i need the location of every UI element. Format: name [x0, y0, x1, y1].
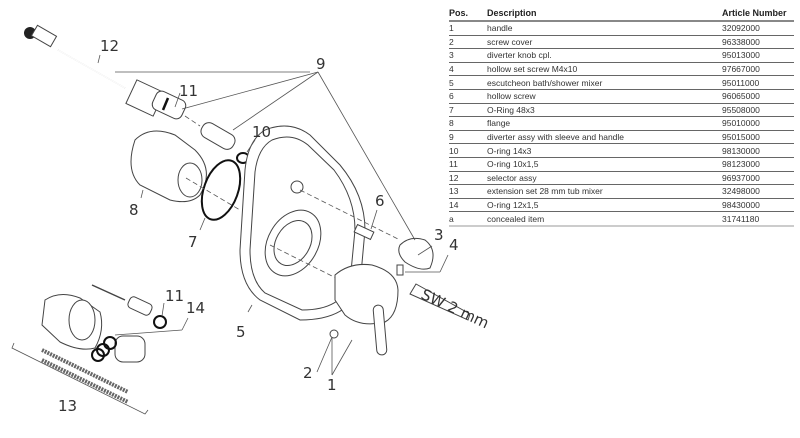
cell-article-number: 98130000	[722, 143, 794, 158]
callout-4: 4	[449, 236, 459, 254]
part-diverter-sleeve	[200, 122, 236, 150]
cell-pos: 8	[449, 116, 487, 131]
callout-1: 1	[327, 376, 337, 394]
tool-label: SW 2 mm	[418, 285, 491, 332]
callout-6: 6	[375, 192, 385, 210]
part-cartridge	[125, 79, 187, 120]
cell-article-number: 95015000	[722, 130, 794, 145]
cell-pos: 6	[449, 89, 487, 104]
part-screw-cover	[329, 329, 339, 339]
callout-14: 14	[186, 299, 205, 317]
callout-12: 12	[100, 37, 119, 55]
cell-article-number: 96065000	[722, 89, 794, 104]
callout-11-top: 11	[179, 82, 198, 100]
cell-article-number: 96937000	[722, 171, 794, 186]
part-selector-assy	[24, 24, 126, 89]
callout-9: 9	[316, 55, 326, 73]
cell-pos: a	[449, 211, 487, 227]
cell-description: extension set 28 mm tub mixer	[487, 184, 722, 199]
part-set-screw	[396, 264, 404, 276]
cell-description: O-ring 10x1,5	[487, 157, 722, 172]
cell-description: escutcheon bath/shower mixer	[487, 75, 722, 90]
callout-13: 13	[58, 397, 77, 415]
callout-10: 10	[252, 123, 271, 141]
callout-7: 7	[188, 233, 198, 251]
cell-pos: 12	[449, 171, 487, 186]
cell-article-number: 95013000	[722, 48, 794, 63]
cell-pos: 11	[449, 157, 487, 172]
cell-pos: 13	[449, 184, 487, 199]
cell-description: flange	[487, 116, 722, 131]
header-pos: Pos.	[449, 5, 487, 22]
cell-pos: 7	[449, 103, 487, 118]
cell-pos: 9	[449, 130, 487, 145]
cell-description: O-ring 14x3	[487, 143, 722, 158]
cell-article-number: 31741180	[722, 211, 794, 227]
part-flange	[130, 130, 207, 203]
cell-pos: 2	[449, 35, 487, 50]
cell-description: O-ring 12x1,5	[487, 198, 722, 213]
callout-8: 8	[129, 201, 139, 219]
cell-description: selector assy	[487, 171, 722, 186]
cell-article-number: 97667000	[722, 62, 794, 77]
cell-article-number: 95011000	[722, 75, 794, 90]
part-o-ring-48x3	[200, 159, 242, 221]
cell-pos: 14	[449, 198, 487, 213]
cell-description: hollow screw	[487, 89, 722, 104]
cell-description: diverter knob cpl.	[487, 48, 722, 63]
cell-article-number: 32092000	[722, 21, 794, 36]
cell-description: hollow set screw M4x10	[487, 62, 722, 77]
callout-5: 5	[236, 323, 246, 341]
cell-pos: 3	[449, 48, 487, 63]
cell-description: concealed item	[487, 211, 722, 227]
part-allen-key: SW 2 mm	[409, 283, 492, 332]
cell-article-number: 98123000	[722, 157, 794, 172]
cell-article-number: 96338000	[722, 35, 794, 50]
cell-description: screw cover	[487, 35, 722, 50]
cell-article-number: 95010000	[722, 116, 794, 131]
cell-article-number: 95508000	[722, 103, 794, 118]
part-diverter-knob	[398, 237, 434, 270]
header-description: Description	[487, 5, 722, 22]
cell-description: O-Ring 48x3	[487, 103, 722, 118]
leader-lines	[97, 54, 449, 376]
cell-pos: 5	[449, 75, 487, 90]
callout-2: 2	[303, 364, 313, 382]
callout-3: 3	[434, 226, 444, 244]
cell-pos: 4	[449, 62, 487, 77]
header-article-number: Article Number	[722, 5, 794, 22]
cell-article-number: 32498000	[722, 184, 794, 199]
part-escutcheon	[239, 125, 366, 321]
cell-article-number: 98430000	[722, 198, 794, 213]
cell-description: handle	[487, 21, 722, 36]
table-header-row: Pos. Description Article Number	[449, 5, 794, 22]
part-extension-set	[11, 284, 167, 415]
part-handle	[334, 264, 399, 356]
cell-description: diverter assy with sleeve and handle	[487, 130, 722, 145]
part-hollow-screw	[353, 223, 375, 241]
callout-11-bottom: 11	[165, 287, 184, 305]
cell-pos: 1	[449, 21, 487, 36]
cell-pos: 10	[449, 143, 487, 158]
